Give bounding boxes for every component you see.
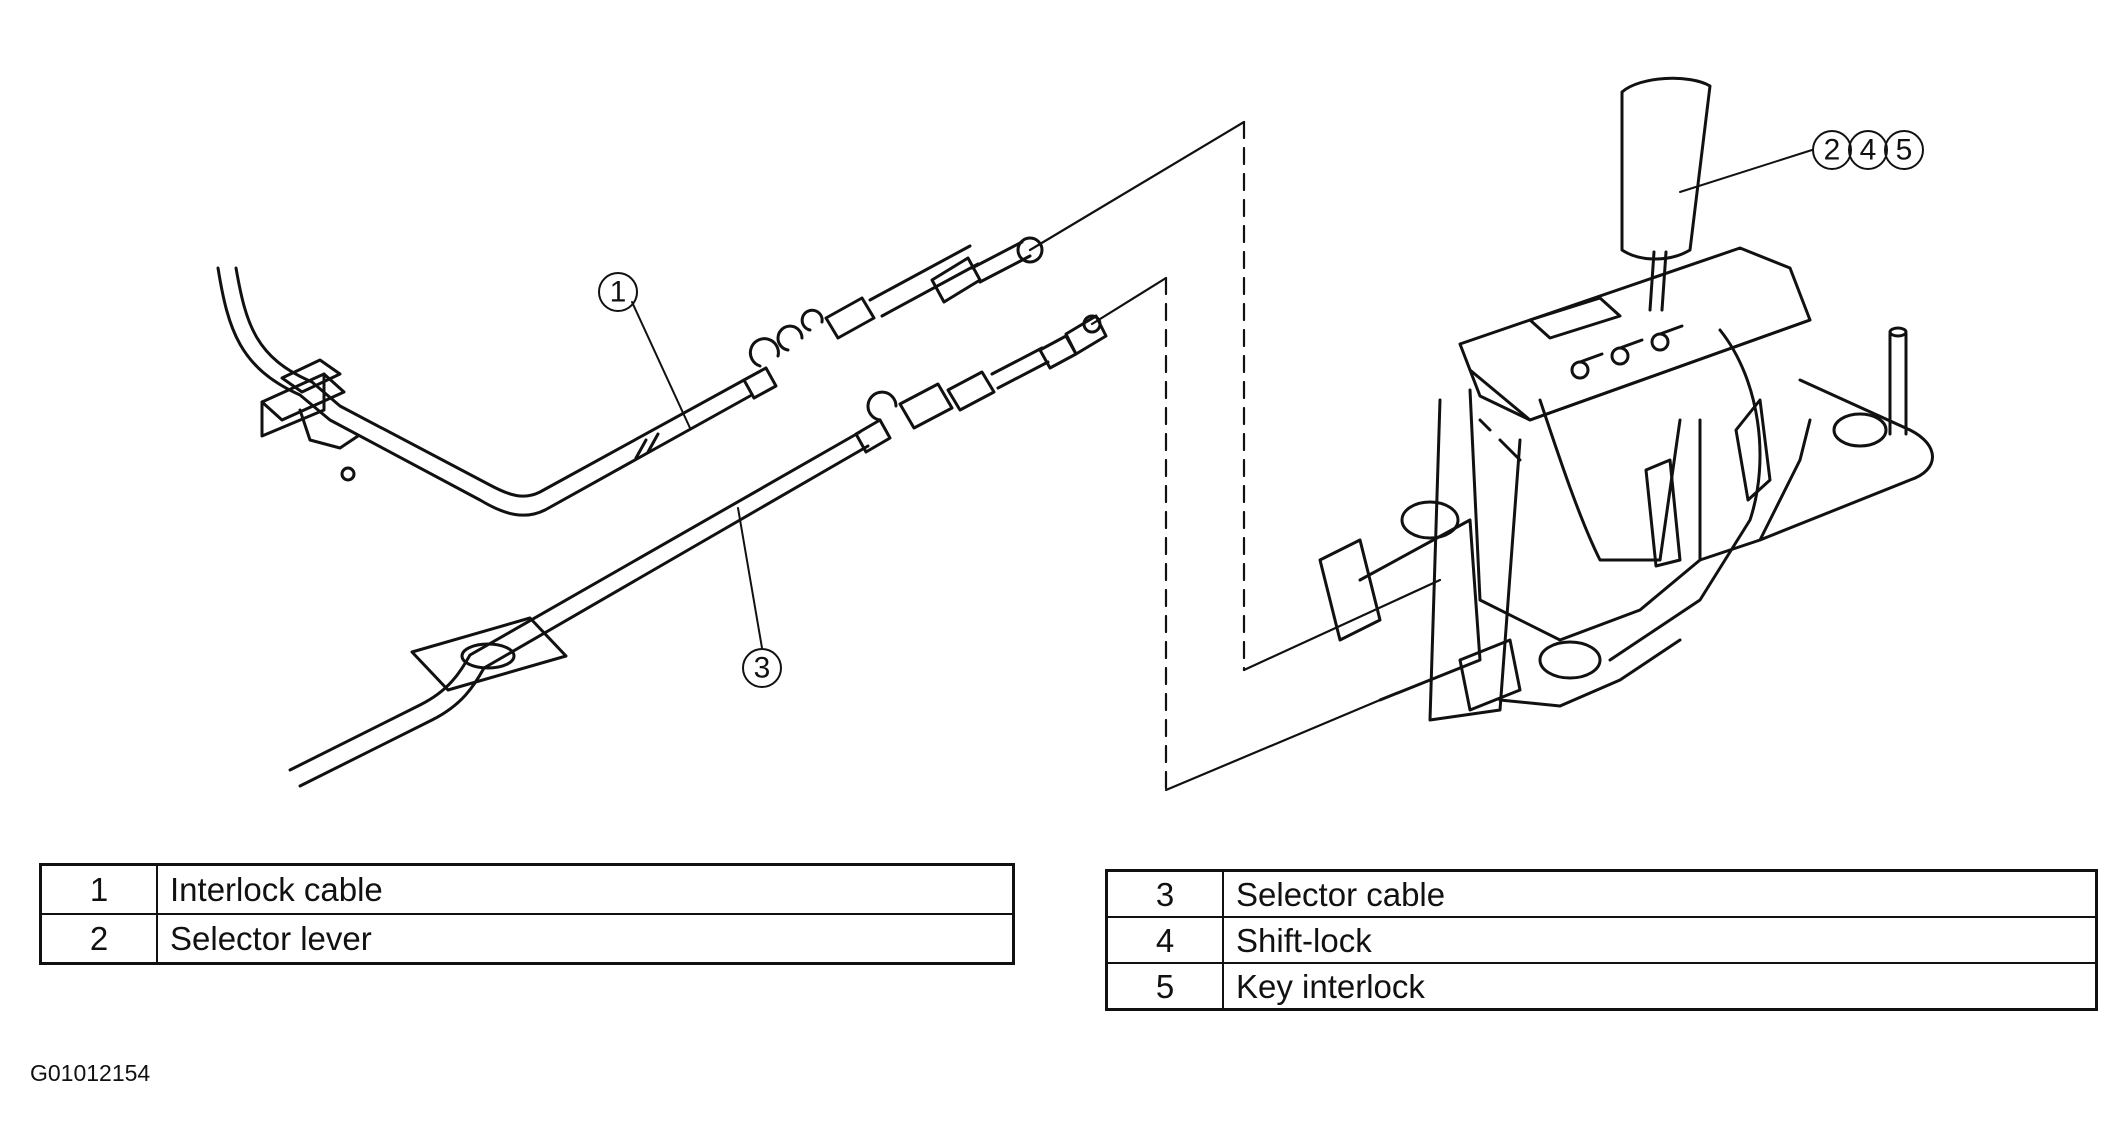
- shifter-bracket-assembly: [1318, 246, 1934, 722]
- legend-label: Selector cable: [1222, 869, 2098, 918]
- legend-row: 4 Shift-lock: [1105, 916, 2098, 964]
- selector-cable-end-fitting: [854, 314, 1108, 454]
- legend-label: Shift-lock: [1222, 916, 2098, 964]
- selector-cable: [288, 430, 870, 788]
- legend-row: 1 Interlock cable: [39, 863, 1015, 915]
- figure-code: G01012154: [30, 1060, 151, 1086]
- legend-label: Selector lever: [156, 913, 1015, 965]
- legend-number: 2: [39, 913, 158, 965]
- legend-label: Interlock cable: [156, 863, 1015, 915]
- interlock-cable: [216, 266, 752, 517]
- callout-1-label: 1: [610, 276, 627, 309]
- legend-number: 3: [1105, 869, 1224, 918]
- connection-leaders: [1028, 120, 1442, 792]
- interlock-cable-bracket: [260, 358, 360, 482]
- legend-number: 4: [1105, 916, 1224, 964]
- legend-number: 5: [1105, 962, 1224, 1011]
- legend-table-right: 3 Selector cable 4 Shift-lock 5 Key inte…: [1105, 869, 2098, 1011]
- callout-1-leader: [598, 272, 691, 429]
- selector-lever-knob: [1620, 76, 1712, 312]
- legend-row: 3 Selector cable: [1105, 869, 2098, 918]
- callout-3-label: 3: [754, 652, 771, 685]
- callout-4-label: 4: [1860, 134, 1877, 167]
- diagram-illustration: 1 3 2 4 5: [216, 76, 1934, 792]
- legend-row: 2 Selector lever: [39, 913, 1015, 965]
- callout-5-label: 5: [1896, 134, 1913, 167]
- legend-table-left: 1 Interlock cable 2 Selector lever: [39, 863, 1015, 965]
- legend-label: Key interlock: [1222, 962, 2098, 1011]
- callout-2-label: 2: [1824, 134, 1841, 167]
- legend-number: 1: [39, 863, 158, 915]
- callout-3-leader: [737, 507, 782, 688]
- interlock-cable-end-fitting: [742, 236, 1044, 400]
- callout-245-leader: [1679, 130, 1924, 193]
- selector-cable-grommet-plate: [410, 616, 568, 692]
- legend-row: 5 Key interlock: [1105, 962, 2098, 1011]
